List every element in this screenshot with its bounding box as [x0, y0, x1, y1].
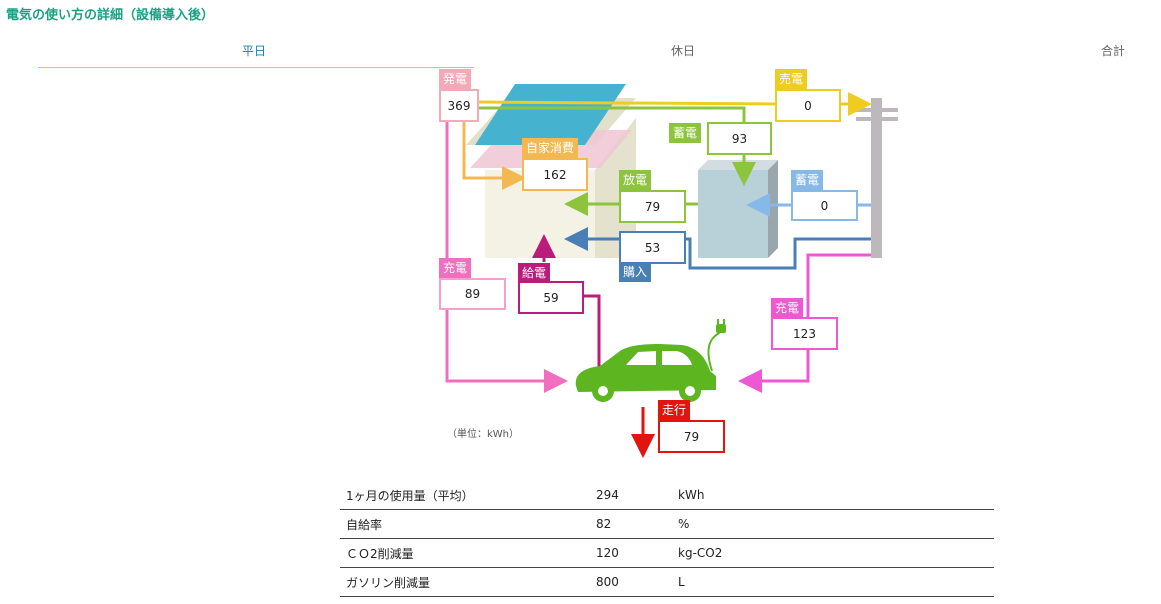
unit-note: （単位：kWh）: [447, 429, 520, 440]
summary-value: 800: [590, 567, 672, 597]
driving-label: 走行: [658, 400, 691, 420]
summary-unit: kWh: [672, 481, 994, 510]
charge-from-solar-label: 充電: [439, 258, 472, 278]
grid-storage-value: 0: [791, 190, 858, 221]
summary-unit: kg-CO2: [672, 538, 994, 568]
battery-charge-label: 蓄電: [669, 123, 702, 143]
summary-label: 1ヶ月の使用量（平均）: [340, 481, 590, 510]
charge-from-grid-value: 123: [771, 317, 838, 350]
generation-value: 369: [439, 89, 479, 122]
solar-panel-icon: [475, 84, 626, 145]
page-title: 電気の使い方の詳細（設備導入後）: [6, 8, 215, 23]
driving-value: 79: [658, 420, 725, 453]
summary-value: 120: [590, 538, 672, 568]
table-row: 1ヶ月の使用量（平均） 294 kWh: [340, 481, 994, 510]
grid-storage-label: 蓄電: [791, 170, 824, 190]
self-consumption-label: 自家消費: [522, 138, 579, 158]
tab-holiday[interactable]: 休日: [671, 44, 696, 58]
table-row: ＣＯ2削減量 120 kg-CO2: [340, 538, 994, 568]
self-consumption-value: 162: [522, 158, 588, 191]
tab-total[interactable]: 合計: [1101, 44, 1126, 58]
utility-pole-icon: [856, 98, 898, 258]
active-tab-indicator: [38, 67, 474, 68]
charge-from-grid-label: 充電: [771, 298, 804, 318]
summary-unit: L: [672, 567, 994, 597]
tab-weekday[interactable]: 平日: [242, 44, 267, 58]
discharge-value: 79: [619, 190, 686, 223]
supply-label: 給電: [518, 263, 551, 283]
ev-car-icon: [575, 331, 721, 402]
table-row: 自給率 82 %: [340, 509, 994, 539]
purchase-label: 購入: [619, 262, 652, 282]
supply-value: 59: [518, 281, 584, 314]
summary-table: 1ヶ月の使用量（平均） 294 kWh 自給率 82 % ＣＯ2削減量 120 …: [340, 481, 994, 597]
summary-label: ＣＯ2削減量: [340, 538, 590, 568]
sell-value: 0: [775, 89, 841, 122]
purchase-value: 53: [619, 231, 686, 264]
battery-icon: [698, 160, 778, 258]
plug-icon: [716, 319, 726, 333]
summary-value: 294: [590, 481, 672, 510]
charge-from-solar-value: 89: [439, 278, 506, 310]
summary-value: 82: [590, 509, 672, 539]
summary-label: ガソリン削減量: [340, 567, 590, 597]
battery-charge-value: 93: [707, 122, 772, 155]
generation-label: 発電: [439, 69, 472, 89]
table-row: ガソリン削減量 800 L: [340, 567, 994, 597]
summary-label: 自給率: [340, 509, 590, 539]
discharge-label: 放電: [619, 170, 652, 190]
sell-label: 売電: [775, 69, 808, 89]
summary-unit: %: [672, 509, 994, 539]
